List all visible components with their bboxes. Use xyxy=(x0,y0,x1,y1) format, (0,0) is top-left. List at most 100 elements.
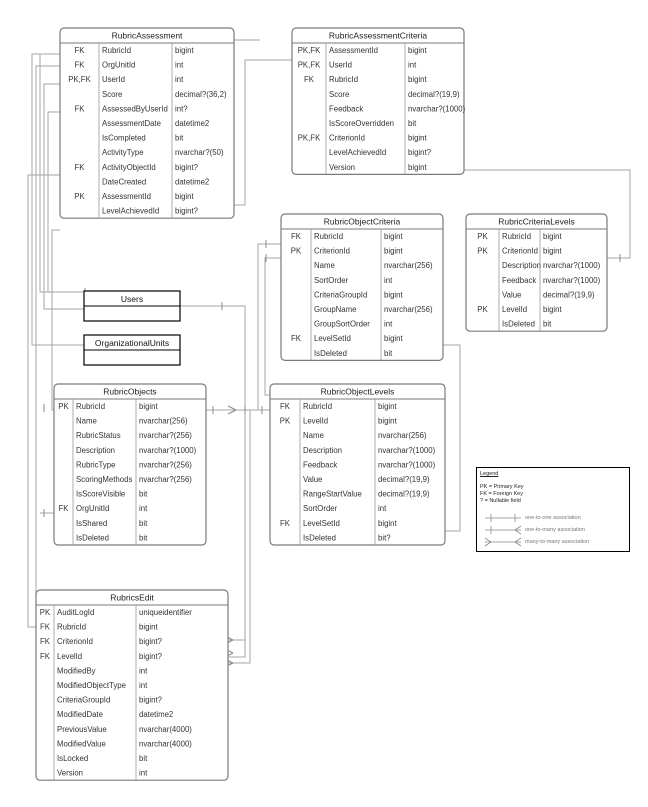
column-name: Score xyxy=(102,90,122,99)
column-type: bigint? xyxy=(139,652,163,661)
column-type: bit xyxy=(384,349,393,358)
column-key: FK xyxy=(291,334,302,343)
column-type: bit xyxy=(408,119,417,128)
column-name: Version xyxy=(329,163,355,172)
legend-one-to-one: one-to-one association xyxy=(525,515,581,521)
column-name: IsDeleted xyxy=(502,320,535,329)
column-type: bigint xyxy=(139,623,158,632)
legend-note-fk: FK = Foreign Key xyxy=(480,491,523,497)
column-type: bit xyxy=(139,490,148,499)
column-key: PK xyxy=(280,417,291,426)
column-name: IsDeleted xyxy=(76,533,109,542)
column-type: bigint xyxy=(175,46,194,55)
column-name: LevelSetId xyxy=(303,519,340,528)
column-key: PK xyxy=(477,305,488,314)
column-name: RubricType xyxy=(76,460,115,469)
column-key: PK xyxy=(477,232,488,241)
column-type: decimal?(36,2) xyxy=(175,90,227,99)
column-name: OrgUnitId xyxy=(76,504,109,513)
column-name: RangeStartValue xyxy=(303,490,362,499)
table-title: Users xyxy=(121,294,143,304)
column-name: AuditLogId xyxy=(57,608,94,617)
column-key: FK xyxy=(40,652,51,661)
table-frame xyxy=(269,383,446,546)
relationship-line xyxy=(233,59,292,206)
column-name: CriterionId xyxy=(314,247,350,256)
column-name: ActivityObjectId xyxy=(102,163,156,172)
column-type: nvarchar?(1000) xyxy=(378,446,436,455)
relationship-line xyxy=(225,425,251,664)
relationship-line xyxy=(31,53,84,346)
column-type: decimal?(19,9) xyxy=(378,475,430,484)
column-key: PK,FK xyxy=(298,134,321,143)
column-type: bigint xyxy=(384,247,403,256)
legend-box: Legend PK = Primary Key FK = Foreign Key… xyxy=(476,467,630,552)
column-type: bigint? xyxy=(139,637,163,646)
column-name: Value xyxy=(502,290,521,299)
column-name: IsCompleted xyxy=(102,134,146,143)
legend-note-pk: PK = Primary Key xyxy=(480,484,524,490)
column-name: IsShared xyxy=(76,519,107,528)
column-type: decimal?(19,9) xyxy=(378,490,430,499)
table-title: RubricsEdit xyxy=(110,593,154,603)
column-type: int xyxy=(139,504,148,513)
column-type: datetime2 xyxy=(175,177,209,186)
column-type: bigint xyxy=(408,134,427,143)
legend-note-nullable: ? = Nullable field xyxy=(480,498,521,504)
column-name: UserId xyxy=(329,61,352,70)
column-type: decimal?(19,9) xyxy=(543,290,595,299)
column-type: bigint xyxy=(384,290,403,299)
legend-many-to-many: many-to-many association xyxy=(525,539,590,545)
column-type: bigint xyxy=(378,417,397,426)
table-title: RubricAssessmentCriteria xyxy=(329,31,428,41)
legend-title: Legend xyxy=(480,471,499,477)
column-type: nvarchar(4000) xyxy=(139,739,192,748)
column-name: CriterionId xyxy=(57,637,93,646)
column-type: bit? xyxy=(378,533,391,542)
column-type: nvarchar(256) xyxy=(384,261,433,270)
column-name: Feedback xyxy=(502,276,536,285)
column-name: ActivityType xyxy=(102,148,144,157)
column-type: uniqueidentifier xyxy=(139,608,192,617)
relationship-line xyxy=(51,229,60,411)
column-type: nvarchar?(50) xyxy=(175,148,224,157)
column-type: bigint? xyxy=(408,148,432,157)
column-type: bit xyxy=(543,320,552,329)
column-name: SortOrder xyxy=(314,276,349,285)
column-name: Version xyxy=(57,769,83,778)
column-name: Feedback xyxy=(303,460,337,469)
table-title: RubricObjects xyxy=(103,387,156,397)
column-type: bigint xyxy=(543,232,562,241)
column-key: PK,FK xyxy=(68,75,91,84)
column-key: PK,FK xyxy=(298,46,321,55)
column-name: Name xyxy=(303,431,324,440)
column-name: AssessmentId xyxy=(102,192,151,201)
column-name: IsDeleted xyxy=(314,349,347,358)
column-key: FK xyxy=(280,402,291,411)
table-title: RubricObjectCriteria xyxy=(324,217,401,227)
column-type: nvarchar(256) xyxy=(378,431,427,440)
table-frame xyxy=(465,213,608,332)
column-name: ModifiedBy xyxy=(57,666,96,675)
column-type: int xyxy=(384,320,393,329)
column-name: OrgUnitId xyxy=(102,61,135,70)
column-name: IsScoreOverridden xyxy=(329,119,394,128)
relationship-line xyxy=(225,420,246,658)
column-key: FK xyxy=(75,46,86,55)
column-name: AssessmentId xyxy=(329,46,378,55)
column-name: CriterionId xyxy=(502,247,538,256)
column-name: CriteriaGroupId xyxy=(314,290,367,299)
column-type: int xyxy=(378,504,387,513)
column-type: int xyxy=(175,61,184,70)
column-name: GroupName xyxy=(314,305,356,314)
column-type: nvarchar?(256) xyxy=(139,475,192,484)
column-type: int? xyxy=(175,104,188,113)
relationship-lines xyxy=(27,39,631,668)
column-name: IsLocked xyxy=(57,754,88,763)
column-type: bigint? xyxy=(175,207,199,216)
column-key: FK xyxy=(40,637,51,646)
